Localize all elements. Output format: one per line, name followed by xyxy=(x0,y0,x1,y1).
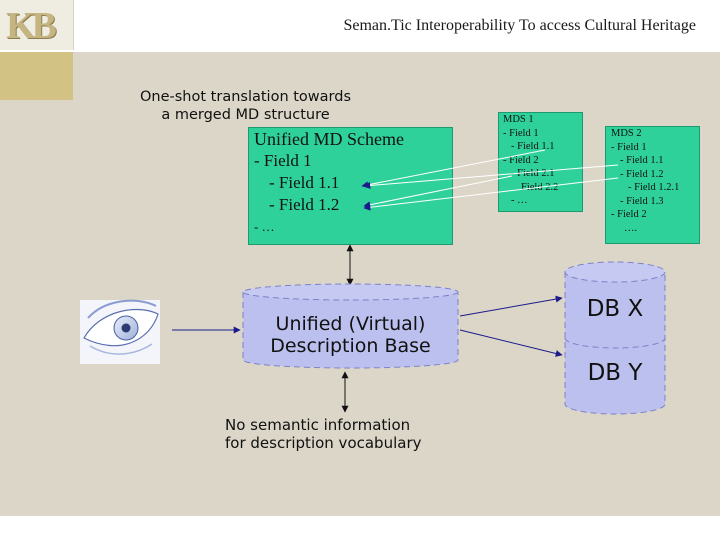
slide-title: Seman.Tic Interoperability To access Cul… xyxy=(343,17,696,34)
mds2-title: MDS 2 xyxy=(611,128,642,139)
db-cylinder xyxy=(564,261,666,415)
virtual-base-line-1: Unified (Virtual) xyxy=(275,313,426,335)
footer-strip xyxy=(0,516,720,540)
db-x-label: DB X xyxy=(586,296,644,322)
mds1-box: MDS 1 - Field 1 - Field 1.1 - Field 2 - … xyxy=(498,112,583,212)
mds1-field-2: - Field 2 xyxy=(503,154,539,166)
mds1-field-1: - Field 1 xyxy=(503,127,539,139)
unified-field-1-2: - Field 1.2 xyxy=(269,195,340,214)
mds2-field-1-1: - Field 1.1 xyxy=(620,155,664,166)
mds2-ellipsis: …. xyxy=(624,222,638,234)
bottom-note-line-1: No semantic information xyxy=(225,416,411,434)
mds1-title: MDS 1 xyxy=(503,114,534,125)
accent-block xyxy=(0,52,73,100)
kb-logo: KB xyxy=(0,0,74,50)
mapping-arrow-mds1-field-2-1 xyxy=(363,175,513,209)
base-to-dbx-arrow xyxy=(459,295,563,317)
mds1-field-2-1: - Field 2.1 xyxy=(511,168,555,179)
mds1-ellipsis: - … xyxy=(511,195,528,206)
bottom-note: No semantic information for description … xyxy=(225,416,422,452)
mds2-field-1-2-1: - Field 1.2.1 xyxy=(628,182,680,193)
virtual-base-label: Unified (Virtual) Description Base xyxy=(243,313,458,357)
eye-icon xyxy=(80,299,160,364)
unified-ellipsis: - … xyxy=(254,219,275,234)
mds2-field-1-3: - Field 1.3 xyxy=(620,195,664,207)
top-note-line-2: a merged MD structure xyxy=(161,107,330,123)
base-to-dby-arrow xyxy=(459,329,563,357)
unified-field-1: - Field 1 xyxy=(254,151,312,170)
unified-field-1-1: - Field 1.1 xyxy=(269,173,340,192)
mds1-field-1-1: - Field 1.1 xyxy=(511,141,555,152)
top-note-line-1: One-shot translation towards xyxy=(140,89,352,105)
db-y-label: DB Y xyxy=(587,360,643,386)
mapping-arrow-mds2-field-1-1 xyxy=(363,164,619,189)
unified-scheme-title: Unified MD Scheme xyxy=(254,129,404,149)
unified-md-scheme-box: Unified MD Scheme - Field 1 - Field 1.1 … xyxy=(248,127,453,245)
virtual-base-line-2: Description Base xyxy=(270,335,431,357)
mds2-field-1-2: - Field 1.2 xyxy=(620,168,664,180)
top-note: One-shot translation towards a merged MD… xyxy=(140,88,351,124)
mds2-box: MDS 2 - Field 1 - Field 1.1 - Field 1.2 … xyxy=(605,126,700,244)
bottom-note-line-2: for description vocabulary xyxy=(225,434,422,452)
mapping-arrow-mds2-field-1-2 xyxy=(363,177,619,211)
header-bar xyxy=(0,0,720,52)
mds2-field-1: - Field 1 xyxy=(611,141,647,153)
mds2-field-2: - Field 2 xyxy=(611,209,647,220)
logo-text: KB xyxy=(6,5,57,47)
mapping-arrow-mds1-field-1-1 xyxy=(361,149,546,189)
virtual-base-cylinder xyxy=(242,283,459,369)
